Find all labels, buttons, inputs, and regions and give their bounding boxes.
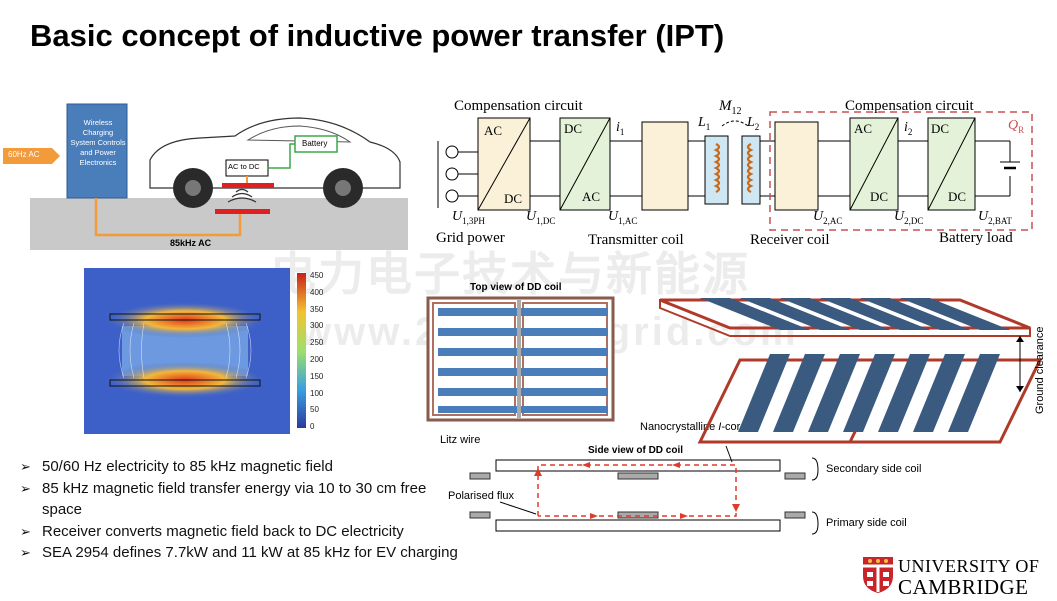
bullet-arrow-icon: ➢ (20, 545, 31, 560)
bullet-arrow-icon: ➢ (20, 459, 31, 474)
qr-label: QR (1008, 118, 1025, 135)
cambridge-crest-icon (863, 557, 893, 593)
top-view-svg (426, 296, 615, 422)
u2-dc-label: U2,DC (894, 209, 924, 226)
colorbar-ticks: 450 400 350 300 250 200 150 100 50 0 (310, 271, 324, 432)
slide-title: Basic concept of inductive power transfe… (30, 18, 725, 53)
transmitter-coil-label: Transmitter coil (588, 232, 684, 248)
grid-power-label: Grid power (436, 230, 505, 246)
bullet-item: ➢Receiver converts magnetic field back t… (20, 521, 460, 543)
pad-3d-svg (659, 298, 1043, 444)
colorbar (297, 273, 306, 428)
receiver-coil-label: Receiver coil (750, 232, 830, 248)
comp-circuit-right: Compensation circuit (845, 98, 974, 114)
watermark-chinese: 电力电子技术与新能源 (270, 248, 750, 300)
bullet-item: ➢50/60 Hz electricity to 85 kHz magnetic… (20, 456, 460, 478)
i1-label: i1 (616, 120, 625, 137)
dd-coil-3d-view: Ground clearance (640, 292, 1057, 452)
car-pad (222, 183, 274, 188)
car-diagram-svg (3, 103, 408, 250)
input-label: 60Hz AC (8, 150, 40, 159)
polarised-flux-label: Polarised flux (448, 490, 515, 502)
conv3-dc: DC (870, 189, 889, 204)
dd-coil-top-view: Top view of DD coil (426, 282, 626, 442)
litz-wire-label: Litz wire (440, 434, 481, 446)
u1-dc-label: U1,DC (526, 209, 556, 226)
input-arrow (3, 148, 60, 164)
converter-boxes (477, 117, 976, 211)
side-view-svg (469, 445, 819, 535)
logo-line1: UNIVERSITY OF (898, 556, 1040, 576)
u2-ac-label: U2,AC (813, 209, 843, 226)
l1-label: L1 (698, 115, 711, 132)
secondary-coil-label: Secondary side coil (826, 463, 922, 475)
u1-3ph-label: U1,3PH (452, 209, 485, 226)
l2-label: L2 (747, 115, 760, 132)
conv4-dc: DC (931, 121, 950, 136)
primary-coil-label: Primary side coil (826, 517, 907, 529)
i2-label: i2 (904, 120, 913, 137)
ground-pad (215, 209, 270, 214)
car-charging-diagram: 60Hz AC Wireless Charging System Control… (0, 90, 410, 250)
transmitter-coil (704, 135, 729, 205)
ipt-circuit-diagram: Compensation circuit Compensation circui… (430, 96, 1050, 256)
logo-line2: CAMBRIDGE (898, 575, 1029, 599)
conv2-dc: DC (564, 121, 583, 136)
side-view-title: Side view of DD coil (588, 445, 684, 456)
bullet-list: ➢50/60 Hz electricity to 85 kHz magnetic… (20, 456, 460, 564)
battery-label: Battery (302, 139, 328, 148)
field-heatmap: 450 400 350 300 250 200 150 100 50 0 (84, 268, 324, 434)
circuit-svg (437, 111, 1033, 231)
mutual-label: M12 (719, 98, 742, 117)
top-view-title: Top view of DD coil (470, 282, 562, 293)
u2-bat-label: U2,BAT (978, 209, 1012, 226)
heatmap-svg (84, 268, 306, 434)
university-logo: UNIVERSITY OF CAMBRIDGE (862, 556, 1052, 599)
u1-ac-label: U1,AC (608, 209, 638, 226)
bullet-arrow-icon: ➢ (20, 480, 31, 496)
conv2-ac: AC (582, 189, 601, 204)
bullet-item: ➢85 kHz magnetic field transfer energy v… (20, 478, 460, 521)
bullet-item: ➢SEA 2954 defines 7.7kW and 11 kW at 85 … (20, 542, 460, 564)
conv1-dc: DC (504, 191, 523, 206)
receiver-frame (769, 111, 1033, 231)
comp-circuit-left: Compensation circuit (454, 98, 583, 114)
conv3-ac: AC (854, 121, 873, 136)
receiver-coil (741, 135, 761, 205)
bullet-arrow-icon: ➢ (20, 523, 31, 539)
controller-label: Wireless Charging System Controls and Po… (70, 118, 126, 167)
conv1-ac: AC (484, 123, 503, 138)
battery-load-label: Battery load (939, 230, 1013, 246)
ground-clearance-label: Ground clearance (1034, 326, 1046, 414)
conv4-dc2: DC (948, 189, 967, 204)
dd-coil-side-view: Side view of DD coil Polarised flux Sec (440, 440, 940, 540)
ac-to-dc-label: AC to DC (228, 162, 260, 171)
ground-freq-label: 85kHz AC (170, 238, 212, 248)
